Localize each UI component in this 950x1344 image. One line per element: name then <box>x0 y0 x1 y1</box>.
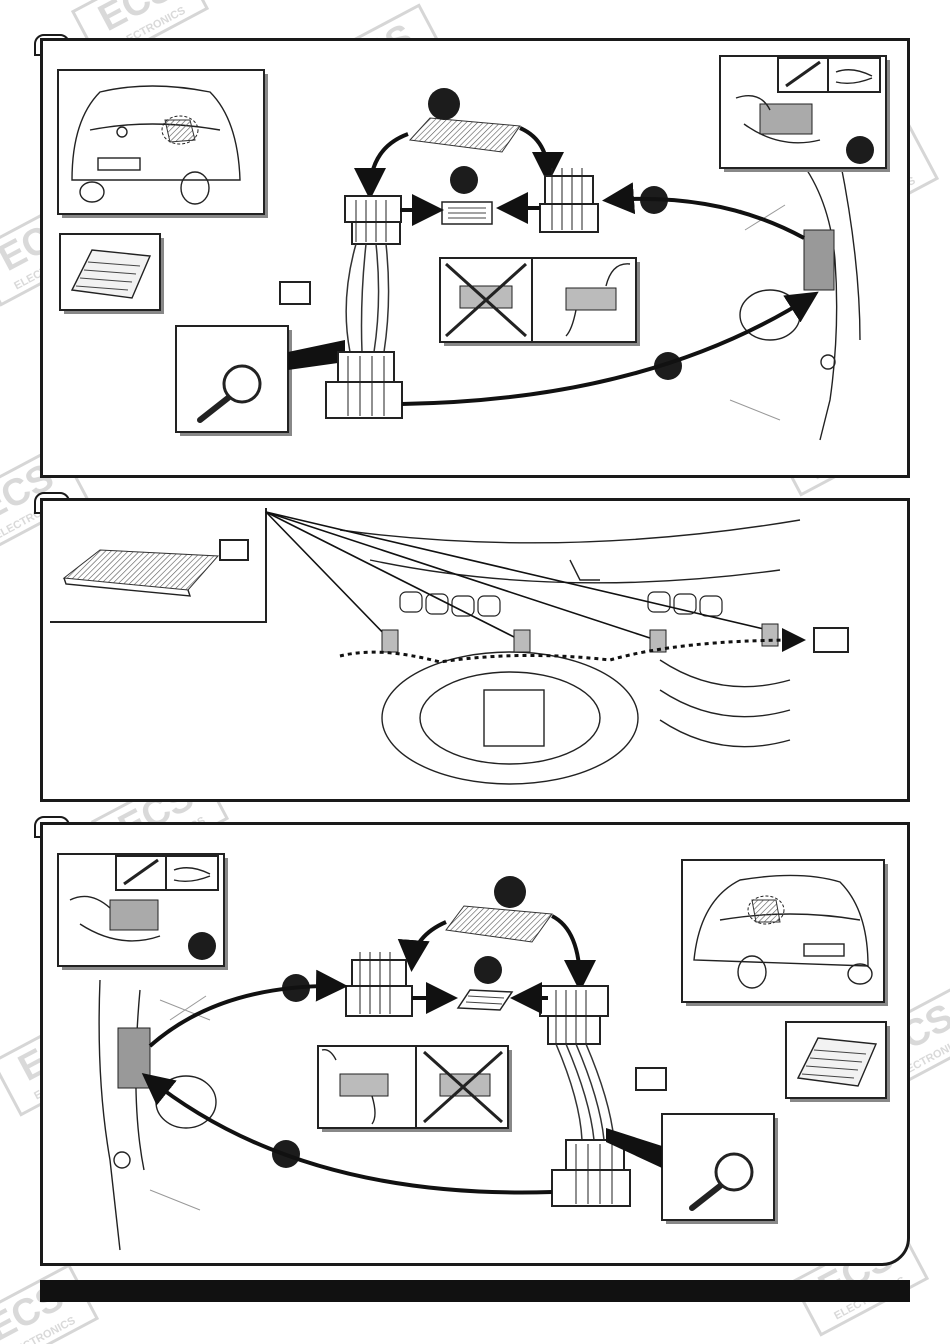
callout-3b <box>494 876 526 908</box>
wire-cutter-icon <box>835 69 873 85</box>
connector-bottom-3 <box>551 1139 631 1207</box>
tool-box-3 <box>57 853 228 970</box>
comparison-box-1 <box>439 257 640 346</box>
callout-3a <box>188 932 216 960</box>
connector-left-1 <box>344 195 402 245</box>
tool-box-1 <box>719 55 890 172</box>
label-box-3a <box>635 1067 667 1091</box>
connector-left-3 <box>345 952 413 1017</box>
callout-1b <box>450 166 478 194</box>
label-box-2b <box>813 627 849 653</box>
crossed-out-icon <box>444 262 528 338</box>
connector-icon <box>565 263 631 337</box>
trunk-sketch <box>339 519 801 785</box>
magnifier-card-1 <box>175 325 345 436</box>
car-rear-view-left <box>57 69 268 218</box>
adhesive-pad-card-3 <box>785 1021 890 1102</box>
magnifier-icon <box>197 364 262 423</box>
magnifier-card-3 <box>606 1113 778 1224</box>
comparison-box-3 <box>317 1045 512 1132</box>
car-interior-sketch-1 <box>729 159 861 441</box>
callout-1a <box>428 88 460 120</box>
adhesive-strip-1 <box>408 117 521 153</box>
connector-right-3 <box>539 985 609 1045</box>
cable-tie-icon <box>785 60 821 88</box>
callout-3c <box>474 956 502 984</box>
label-box-1a <box>279 281 311 305</box>
panel-step-2 <box>40 498 910 802</box>
callout-1e <box>846 136 874 164</box>
connector-right-1 <box>539 168 599 233</box>
adhesive-pad-card <box>59 233 164 314</box>
footer-bar <box>40 1280 910 1302</box>
connector-bottom-1 <box>325 351 403 419</box>
car-interior-sketch-3 <box>98 979 217 1251</box>
adhesive-strip-card <box>50 508 267 623</box>
car-rear-view-right <box>681 859 888 1006</box>
